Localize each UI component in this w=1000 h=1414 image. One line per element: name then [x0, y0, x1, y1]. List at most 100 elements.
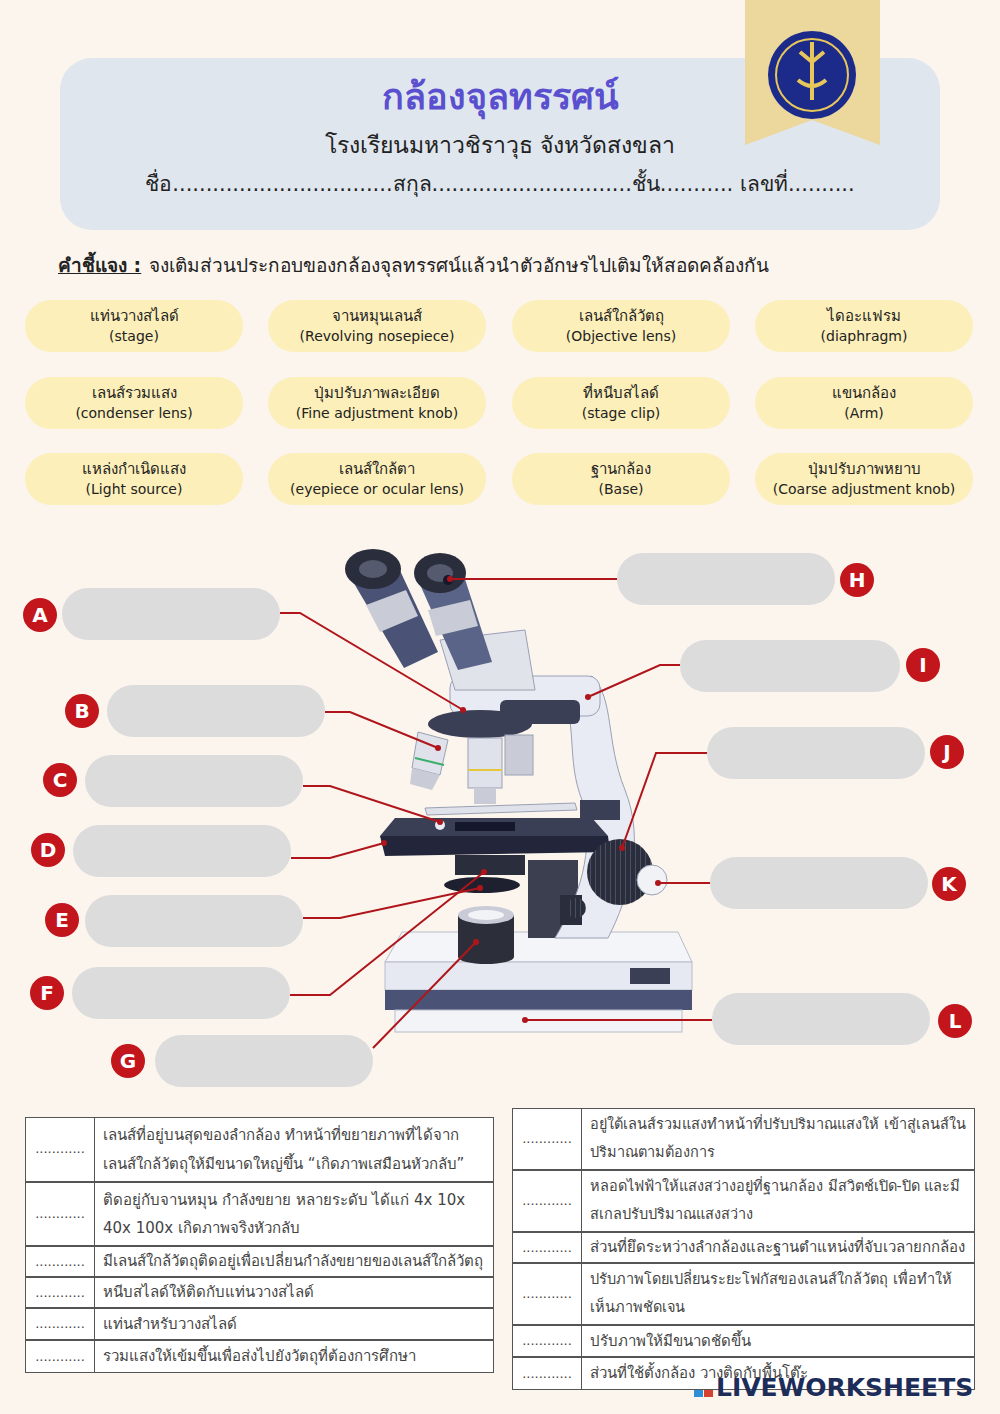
answer-dots: ............	[35, 1252, 85, 1272]
answer-dots: ............	[522, 1364, 572, 1384]
answer-cell: ............	[512, 1357, 582, 1390]
fine-knob	[637, 865, 667, 895]
callout-letter: J	[930, 735, 964, 769]
term-thai: แขนกล้อง	[832, 384, 896, 404]
callout-letter: E	[45, 903, 79, 937]
description-text: หลอดไฟฟ้าให้แสงสว่างอยู่ที่ฐานกล้อง มีสว…	[590, 1173, 966, 1228]
term-english: (condenser lens)	[75, 404, 192, 422]
answer-cell: ............	[512, 1263, 582, 1325]
term-pill: จานหมุนเลนส์(Revolving nosepiece)	[268, 300, 486, 352]
callout-letter-text: E	[55, 905, 69, 935]
answer-dots: ............	[522, 1331, 572, 1351]
leader-dot	[381, 576, 661, 1023]
term-pill: ที่หนีบสไลด์(stage clip)	[512, 377, 730, 429]
answer-blank	[62, 553, 930, 1087]
term-pill: แหล่งกำเนิดแสง(Light source)	[25, 453, 243, 505]
callout-letter: G	[111, 1044, 145, 1078]
description-text: รวมแสงให้เข้มขึ้นเพื่อส่งไปยังวัตถุที่ต้…	[103, 1345, 416, 1368]
answer-cell: ............	[512, 1108, 582, 1170]
student-info-line: ชื่อ.................................สกุ…	[145, 169, 854, 201]
callout-letter: I	[906, 648, 940, 682]
stage-clip	[425, 803, 577, 830]
description-cell: หลอดไฟฟ้าให้แสงสว่างอยู่ที่ฐานกล้อง มีสว…	[581, 1170, 975, 1232]
answer-dots: ............	[35, 1314, 85, 1334]
description-cell: ส่วนที่ยึดระหว่างลำกล้องและฐานตำแหน่งที่…	[581, 1232, 975, 1263]
stage	[380, 800, 620, 856]
answer-dots: ............	[522, 1189, 572, 1214]
callout-letter: A	[23, 598, 57, 632]
nosepiece	[428, 710, 532, 738]
answer-cell: ............	[512, 1170, 582, 1232]
diaphragm	[444, 877, 520, 893]
term-english: (Revolving nosepiece)	[300, 327, 455, 345]
term-thai: ไดอะแฟรม	[827, 307, 901, 327]
description-text: ส่วนที่ยึดระหว่างลำกล้องและฐานตำแหน่งที่…	[590, 1236, 965, 1259]
term-english: (stage clip)	[582, 404, 661, 422]
term-pill: ฐานกล้อง(Base)	[512, 453, 730, 505]
instruction-heading: คำชี้แจง :	[58, 250, 141, 280]
leader-line	[280, 579, 712, 1048]
answer-dots: ............	[35, 1137, 85, 1162]
answer-cell: ............	[25, 1308, 95, 1340]
answer-cell: ............	[512, 1325, 582, 1357]
term-pill: เลนส์รวมแสง(condenser lens)	[25, 377, 243, 429]
description-cell: แท่นสำหรับวางสไลด์	[94, 1308, 494, 1340]
term-thai: เลนส์ใกล้ตา	[339, 460, 415, 480]
answer-cell: ............	[25, 1277, 95, 1308]
description-text: อยู่ใต้เลนส์รวมแสงทำหน้าที่ปรับปริมาณแสง…	[590, 1111, 966, 1166]
callout-letter-text: L	[949, 1006, 962, 1036]
term-english: (Coarse adjustment knob)	[773, 480, 955, 498]
answer-dots: ............	[522, 1238, 572, 1258]
term-english: (stage)	[109, 327, 159, 345]
description-cell: เลนส์ที่อยู่บนสุดของลำกล้อง ทำหน้าที่ขยา…	[94, 1117, 494, 1182]
description-cell: มีเลนส์ใกล้วัตถุติดอยู่เพื่อเปลี่ยนกำลัง…	[94, 1246, 494, 1277]
term-pill: ปุ่มปรับภาพหยาบ(Coarse adjustment knob)	[755, 453, 973, 505]
condenser	[455, 855, 525, 875]
callout-letter-text: K	[941, 869, 957, 899]
callout-letter-text: C	[53, 765, 68, 795]
description-text: ติดอยู่กับจานหมุน กำลังขยาย หลายระดับ ได…	[103, 1186, 485, 1243]
description-text: มีเลนส์ใกล้วัตถุติดอยู่เพื่อเปลี่ยนกำลัง…	[103, 1250, 483, 1273]
callout-letter: F	[30, 976, 64, 1010]
term-thai: จานหมุนเลนส์	[332, 307, 422, 327]
callout-letter-text: A	[32, 600, 47, 630]
term-english: (diaphragm)	[821, 327, 908, 345]
term-thai: ปุ่มปรับภาพละเอียด	[314, 384, 440, 404]
term-thai: ฐานกล้อง	[591, 460, 651, 480]
term-pill: แขนกล้อง(Arm)	[755, 377, 973, 429]
answer-cell: ............	[25, 1340, 95, 1373]
callout-letter-text: J	[943, 737, 950, 767]
term-thai: เลนส์ใกล้วัตถุ	[579, 307, 664, 327]
instruction-row: คำชี้แจง :จงเติมส่วนประกอบของกล้องจุลทรร…	[58, 250, 978, 280]
description-text: เลนส์ที่อยู่บนสุดของลำกล้อง ทำหน้าที่ขยา…	[103, 1121, 485, 1178]
callout-letter: D	[31, 833, 65, 867]
description-text: หนีบสไลด์ให้ติดกับแท่นวางสไลด์	[103, 1281, 314, 1304]
answer-cell: ............	[512, 1232, 582, 1263]
term-thai: ปุ่มปรับภาพหยาบ	[808, 460, 921, 480]
microscope-base	[385, 932, 692, 1032]
answer-dots: ............	[35, 1202, 85, 1227]
callout-letter-text: H	[849, 565, 866, 595]
light-source	[458, 906, 514, 964]
term-pill: ปุ่มปรับภาพละเอียด(Fine adjustment knob)	[268, 377, 486, 429]
watermark: LIVEWORKSHEETS	[716, 1374, 973, 1402]
callout-letter-text: I	[919, 650, 926, 680]
answer-cell: ............	[25, 1246, 95, 1277]
term-thai: ที่หนีบสไลด์	[583, 384, 659, 404]
term-pill: เลนส์ใกล้ตา(eyepiece or ocular lens)	[268, 453, 486, 505]
term-pill: เลนส์ใกล้วัตถุ(Objective lens)	[512, 300, 730, 352]
school-name: โรงเรียนมหาวชิราวุธ จังหวัดสงขลา	[325, 128, 675, 163]
callout-letter: K	[932, 867, 966, 901]
answer-cell: ............	[25, 1117, 95, 1182]
callout-letter-text: D	[40, 835, 57, 865]
worksheet-title: กล้องจุลทรรศน์	[382, 72, 619, 122]
description-cell: ปรับภาพโดยเปลี่ยนระยะโฟกัสของเลนส์ใกล้วั…	[581, 1263, 975, 1325]
description-cell: อยู่ใต้เลนส์รวมแสงทำหน้าที่ปรับปริมาณแสง…	[581, 1108, 975, 1170]
term-english: (Light source)	[86, 480, 183, 498]
callout-letter: B	[65, 694, 99, 728]
description-cell: ติดอยู่กับจานหมุน กำลังขยาย หลายระดับ ได…	[94, 1182, 494, 1246]
callout-letter-text: G	[120, 1046, 136, 1076]
term-thai: เลนส์รวมแสง	[92, 384, 177, 404]
description-cell: หนีบสไลด์ให้ติดกับแท่นวางสไลด์	[94, 1277, 494, 1308]
term-thai: แท่นวางสไลด์	[90, 307, 179, 327]
